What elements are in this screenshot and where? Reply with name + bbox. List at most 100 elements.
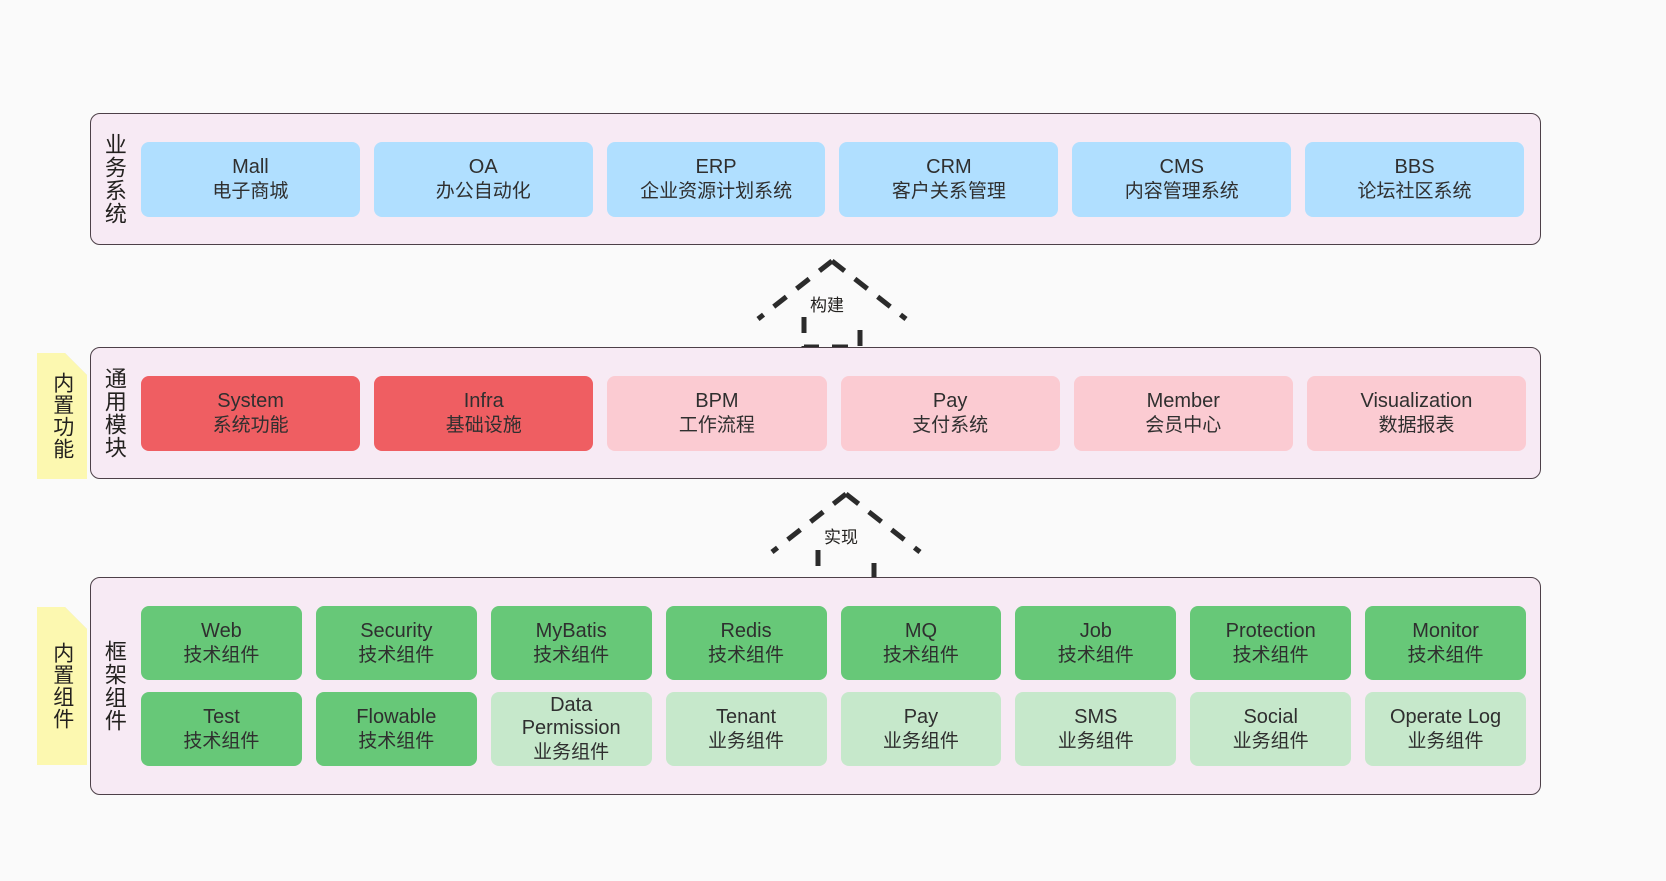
- card-desc: 基础设施: [445, 414, 522, 436]
- card-name: Operate Log: [1389, 706, 1502, 729]
- card-desc: 业务组件: [708, 730, 785, 752]
- business-card-row: Mall 电子商城 OA 办公自动化 ERP 企业资源计划系统 CRM 客户关系…: [141, 141, 1524, 217]
- common-card-row: System 系统功能 Infra 基础设施 BPM 工作流程 Pay 支付系统…: [141, 375, 1527, 451]
- layer-framework-component-title: 框架组件: [101, 640, 127, 732]
- card-name: Web: [201, 620, 242, 643]
- framework-card-tenant[interactable]: Tenant 业务组件: [665, 692, 827, 766]
- card-name: Test: [203, 706, 240, 729]
- framework-card-mq[interactable]: MQ 技术组件: [840, 606, 1002, 680]
- framework-card-mybatis[interactable]: MyBatis 技术组件: [490, 606, 652, 680]
- layer-business-system: 业务系统 Mall 电子商城 OA 办公自动化 ERP 企业资源计划系统 CRM…: [90, 113, 1541, 245]
- framework-business-row: Test 技术组件 Flowable 技术组件 Data Permission …: [141, 692, 1526, 766]
- framework-card-flowable[interactable]: Flowable 技术组件: [315, 692, 477, 766]
- card-desc: 工作流程: [678, 414, 755, 436]
- framework-card-job[interactable]: Job 技术组件: [1015, 606, 1177, 680]
- card-desc: 论坛社区系统: [1357, 180, 1472, 202]
- note-builtin-components: 内置组件: [37, 607, 87, 765]
- card-desc: 技术组件: [708, 644, 785, 666]
- card-desc: 技术组件: [183, 730, 260, 752]
- card-name: Flowable: [356, 706, 437, 729]
- framework-card-test[interactable]: Test 技术组件: [141, 692, 302, 766]
- connector-implement-label: 实现: [824, 528, 858, 547]
- connector-build-label: 构建: [810, 296, 844, 315]
- card-name: Job: [1079, 620, 1112, 643]
- card-desc: 内容管理系统: [1124, 180, 1239, 202]
- card-desc: 系统功能: [212, 414, 289, 436]
- framework-card-operate-log[interactable]: Operate Log 业务组件: [1365, 692, 1526, 766]
- card-desc: 业务组件: [1232, 730, 1309, 752]
- card-name: Protection: [1225, 620, 1316, 643]
- common-card-system[interactable]: System 系统功能: [141, 375, 361, 451]
- card-name: Tenant: [716, 706, 777, 729]
- common-card-visualization[interactable]: Visualization 数据报表: [1306, 375, 1527, 451]
- card-name: System: [217, 390, 284, 413]
- framework-card-social[interactable]: Social 业务组件: [1190, 692, 1352, 766]
- card-desc: 技术组件: [882, 644, 959, 666]
- card-name-line1: Data: [550, 693, 593, 716]
- card-name: BPM: [695, 390, 739, 413]
- card-desc: 业务组件: [1057, 730, 1134, 752]
- card-desc: 技术组件: [533, 644, 610, 666]
- card-desc: 技术组件: [1057, 644, 1134, 666]
- card-desc: 电子商城: [212, 180, 289, 202]
- note-fold-icon: [65, 607, 87, 629]
- card-name: MQ: [904, 620, 938, 643]
- business-card-crm[interactable]: CRM 客户关系管理: [839, 141, 1059, 217]
- card-desc: 业务组件: [533, 742, 610, 764]
- card-name: Monitor: [1412, 620, 1479, 643]
- layer-common-module: 通用模块 System 系统功能 Infra 基础设施 BPM 工作流程 Pay…: [90, 347, 1541, 479]
- business-card-erp[interactable]: ERP 企业资源计划系统: [606, 141, 826, 217]
- card-desc: 支付系统: [912, 414, 989, 436]
- card-name: Redis: [720, 620, 772, 643]
- note-builtin-functions: 内置功能: [37, 353, 87, 479]
- card-desc: 技术组件: [1407, 644, 1484, 666]
- card-name: SMS: [1074, 706, 1118, 729]
- framework-card-sms[interactable]: SMS 业务组件: [1015, 692, 1177, 766]
- card-name: Member: [1146, 390, 1220, 413]
- card-name: OA: [468, 156, 498, 179]
- layer-business-system-title: 业务系统: [101, 133, 127, 225]
- common-card-bpm[interactable]: BPM 工作流程: [607, 375, 827, 451]
- framework-card-pay[interactable]: Pay 业务组件: [840, 692, 1002, 766]
- framework-card-web[interactable]: Web 技术组件: [141, 606, 302, 680]
- card-name: Social: [1243, 706, 1298, 729]
- card-desc: 业务组件: [882, 730, 959, 752]
- layer-business-system-body: Mall 电子商城 OA 办公自动化 ERP 企业资源计划系统 CRM 客户关系…: [137, 114, 1540, 244]
- card-desc: 技术组件: [358, 644, 435, 666]
- layer-framework-component: 框架组件 Web 技术组件 Security 技术组件 MyBatis 技术组件…: [90, 577, 1541, 795]
- business-card-bbs[interactable]: BBS 论坛社区系统: [1305, 141, 1524, 217]
- card-name: BBS: [1394, 156, 1435, 179]
- card-name: Pay: [932, 390, 968, 413]
- common-card-pay[interactable]: Pay 支付系统: [840, 375, 1060, 451]
- card-desc: 办公自动化: [435, 180, 531, 202]
- note-label: 内置组件: [50, 642, 74, 730]
- card-desc: 数据报表: [1378, 414, 1455, 436]
- business-card-mall[interactable]: Mall 电子商城: [141, 141, 360, 217]
- card-name: Infra: [463, 390, 504, 413]
- card-desc: 技术组件: [358, 730, 435, 752]
- card-name: CRM: [926, 156, 972, 179]
- framework-card-monitor[interactable]: Monitor 技术组件: [1365, 606, 1526, 680]
- card-desc: 技术组件: [1232, 644, 1309, 666]
- card-desc: 业务组件: [1407, 730, 1484, 752]
- card-name: Mall: [232, 156, 269, 179]
- note-fold-icon: [65, 353, 87, 375]
- layer-common-module-body: System 系统功能 Infra 基础设施 BPM 工作流程 Pay 支付系统…: [137, 348, 1540, 478]
- business-card-oa[interactable]: OA 办公自动化: [373, 141, 593, 217]
- card-desc: 技术组件: [183, 644, 260, 666]
- framework-card-security[interactable]: Security 技术组件: [315, 606, 477, 680]
- card-desc: 企业资源计划系统: [640, 180, 793, 202]
- card-name-line2: Permission: [521, 717, 621, 740]
- card-name: CMS: [1159, 156, 1204, 179]
- framework-tech-row: Web 技术组件 Security 技术组件 MyBatis 技术组件 Redi…: [141, 606, 1526, 680]
- layer-framework-component-body: Web 技术组件 Security 技术组件 MyBatis 技术组件 Redi…: [137, 578, 1540, 794]
- framework-card-protection[interactable]: Protection 技术组件: [1190, 606, 1352, 680]
- note-label: 内置功能: [50, 372, 74, 460]
- common-card-member[interactable]: Member 会员中心: [1073, 375, 1293, 451]
- framework-card-redis[interactable]: Redis 技术组件: [665, 606, 827, 680]
- business-card-cms[interactable]: CMS 内容管理系统: [1072, 141, 1292, 217]
- common-card-infra[interactable]: Infra 基础设施: [374, 375, 594, 451]
- card-name: ERP: [695, 156, 737, 179]
- framework-card-data-permission[interactable]: Data Permission 业务组件: [490, 692, 652, 766]
